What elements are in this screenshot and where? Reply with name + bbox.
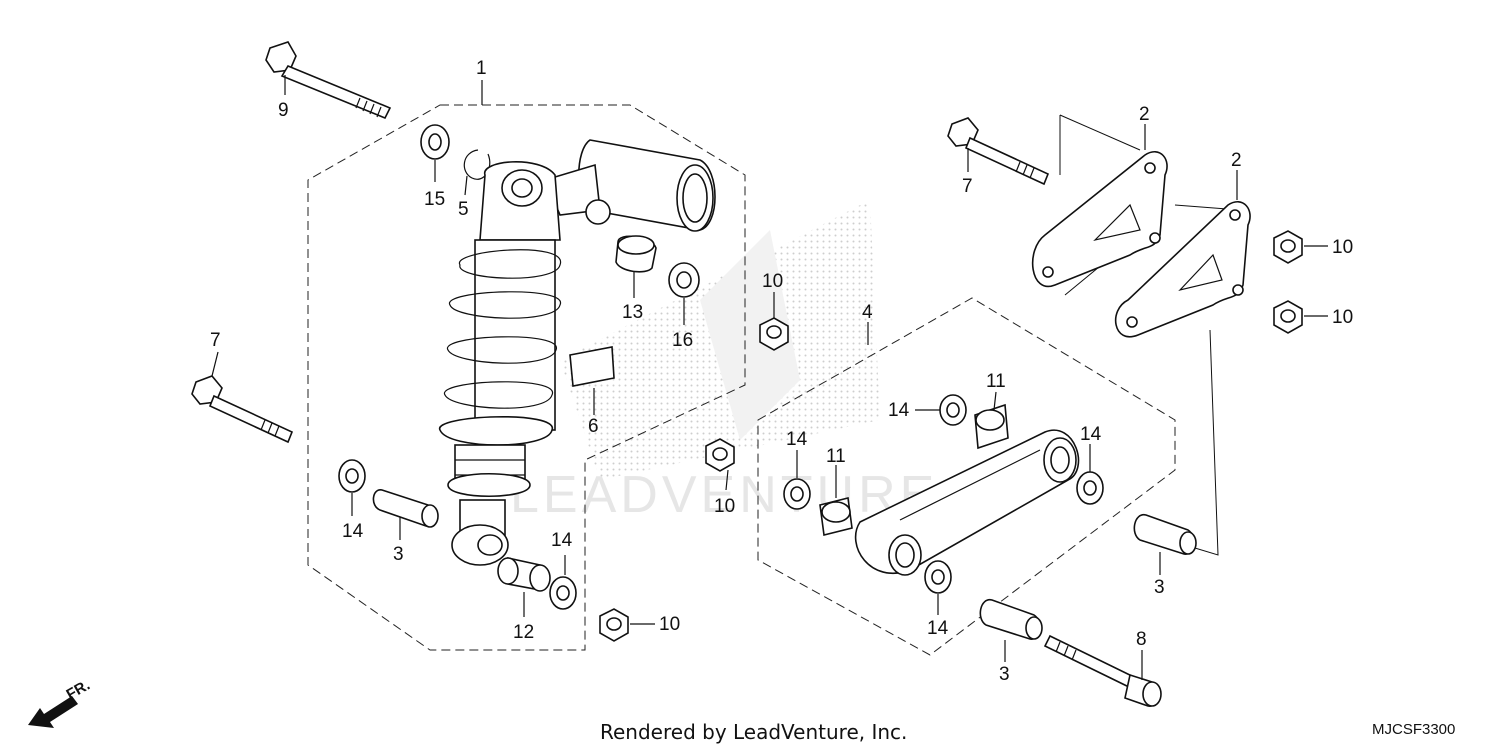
bearing-part-12 (497, 557, 551, 592)
link-assembly-outline (757, 297, 1176, 656)
callout-3-right: 3 (1154, 577, 1165, 598)
nut-part-10-upper (759, 317, 789, 351)
callout-13: 13 (622, 302, 643, 323)
callout-12: 12 (513, 622, 534, 643)
collar-part-3-bottom (979, 599, 1043, 640)
callout-7-right: 7 (962, 176, 973, 197)
callout-6: 6 (588, 416, 599, 437)
shock-absorber-part-1 (439, 139, 716, 566)
callout-3-left: 3 (393, 544, 404, 565)
washer-part-14-link-bottom (924, 560, 952, 594)
washer-part-14-lower-left (549, 576, 577, 610)
front-direction-indicator: FR. (28, 677, 93, 728)
washer-part-14-link-upper (939, 394, 967, 426)
callout-14-link-bottom: 14 (927, 618, 949, 639)
callout-11-lower: 11 (826, 446, 846, 467)
watermark-text: LEADVENTURE (510, 466, 938, 524)
bushing-part-13 (615, 235, 657, 273)
callout-15: 15 (424, 189, 445, 210)
callout-2-right: 2 (1231, 150, 1242, 171)
link-arm-part-4 (854, 429, 1080, 576)
callout-8: 8 (1136, 629, 1147, 650)
callout-14-lower-left: 14 (551, 530, 573, 551)
callout-10-upper: 10 (762, 271, 783, 292)
collar-part-3-right (1133, 514, 1197, 555)
washer-part-14-link-right (1076, 471, 1104, 505)
callout-11-upper: 11 (986, 371, 1006, 392)
nut-part-10-lower-left (599, 608, 629, 642)
label-part-6 (569, 346, 615, 387)
nut-part-10-center (705, 438, 735, 472)
bolt-part-7-left (191, 375, 294, 444)
nut-part-10-right-lower (1273, 300, 1303, 334)
bolt-part-8 (1043, 634, 1162, 707)
washer-part-14-left (338, 459, 366, 493)
washer-part-14-link-left (783, 478, 811, 510)
leader-lines (211, 75, 1328, 680)
callout-3-bottom: 3 (999, 664, 1010, 685)
callout-4: 4 (862, 302, 873, 323)
bearing-part-11-lower (819, 497, 853, 536)
watermark: LEADVENTURE (510, 200, 938, 524)
callout-14-link-left: 14 (786, 429, 808, 450)
bolt-part-9 (265, 41, 392, 120)
callout-10-right-lower: 10 (1332, 307, 1353, 328)
callout-14-left: 14 (342, 521, 364, 542)
washer-part-16 (668, 262, 700, 298)
callout-10-right-upper: 10 (1332, 237, 1353, 258)
callout-10-lower-left: 10 (659, 614, 680, 635)
bracket-part-2-right (1114, 201, 1251, 338)
callout-5: 5 (458, 199, 469, 220)
callout-numbers: 1 9 15 5 13 16 10 6 7 14 3 14 12 10 10 4… (210, 58, 1353, 685)
callout-7-left: 7 (210, 330, 221, 351)
bolt-part-7-right (947, 117, 1050, 186)
shock-assembly-outline (307, 104, 746, 651)
nut-part-10-right-upper (1273, 230, 1303, 264)
collar-part-3-left (372, 489, 439, 528)
callout-16: 16 (672, 330, 693, 351)
callout-10-center: 10 (714, 496, 735, 517)
callout-14-link-right: 14 (1080, 424, 1102, 445)
callout-9: 9 (278, 100, 289, 121)
bracket-part-2-left (1031, 151, 1168, 288)
callout-1: 1 (476, 58, 487, 79)
washer-part-15 (420, 124, 450, 160)
callout-14-link-upper: 14 (888, 400, 910, 421)
footer-credit: Rendered by LeadVenture, Inc. (600, 720, 907, 744)
bearing-part-11-upper (974, 403, 1009, 450)
diagram-code: MJCSF3300 (1372, 721, 1455, 738)
front-arrow-icon (28, 696, 78, 728)
callout-2-left: 2 (1139, 104, 1150, 125)
